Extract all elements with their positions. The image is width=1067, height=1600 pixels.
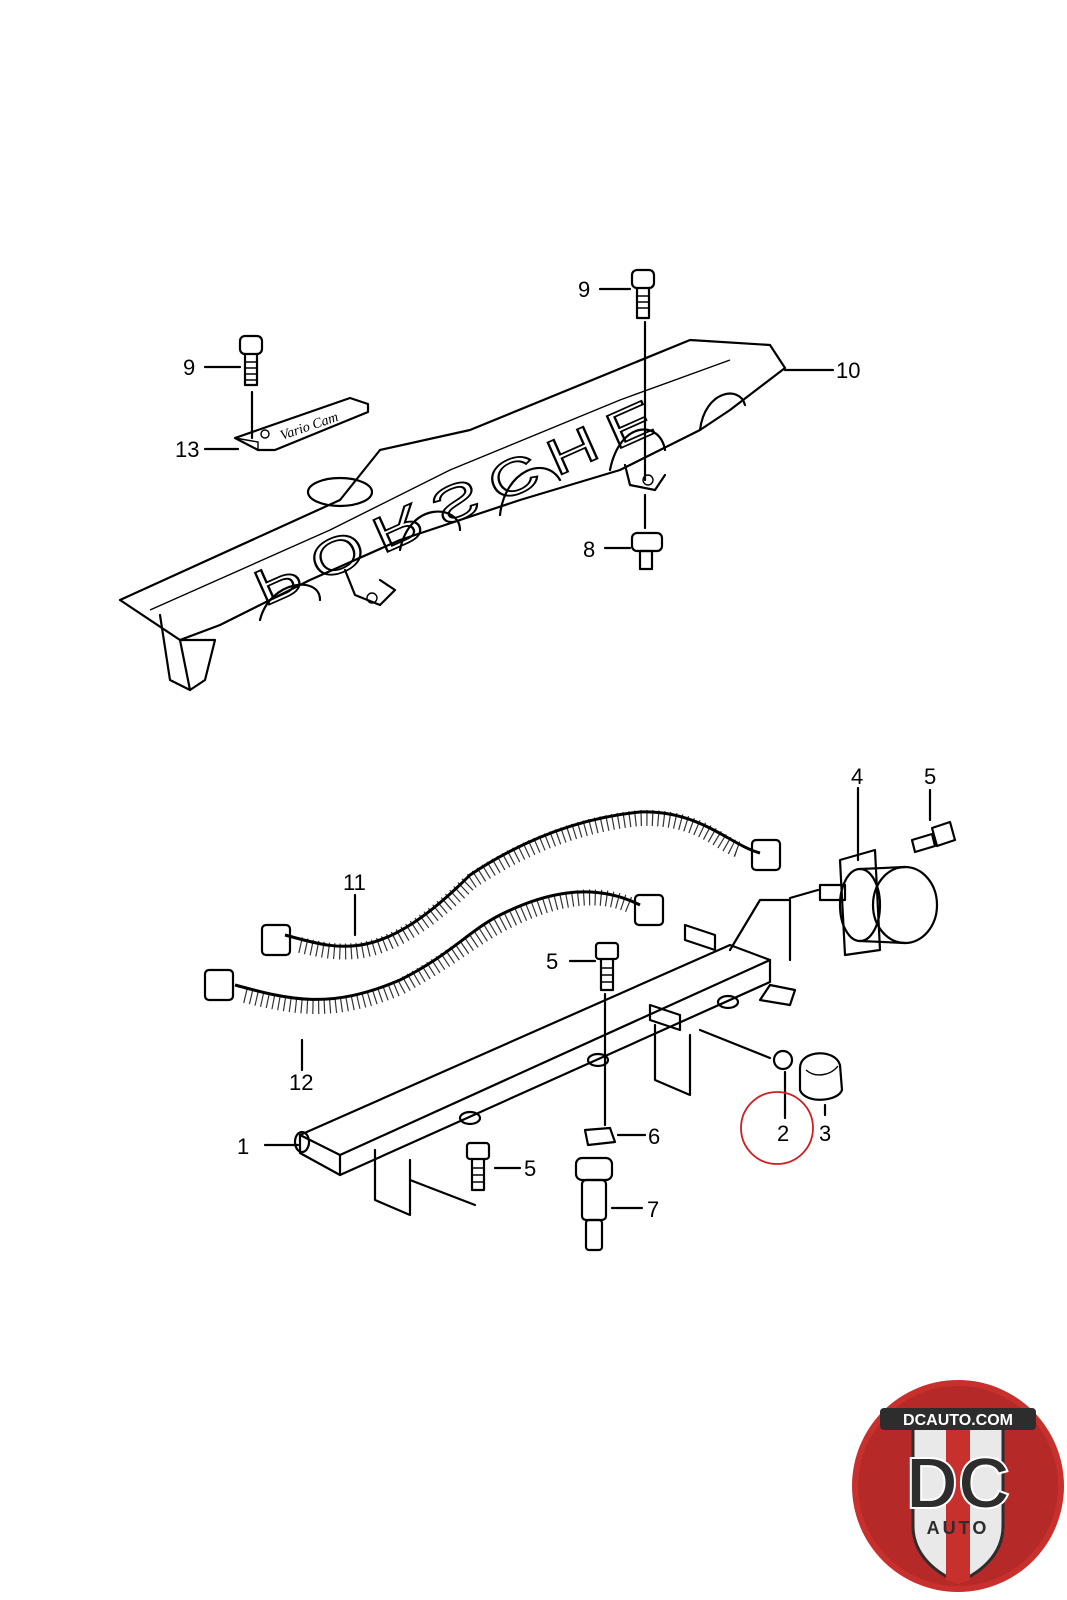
leader-lines-upper	[203, 287, 835, 550]
engine-cover-part-10: PORSCHE	[118, 338, 787, 692]
fuel-pressure-regulator-part-4	[818, 848, 939, 957]
bolt-part-5-lower	[465, 1141, 491, 1192]
callout-11: 11	[343, 870, 366, 895]
screw-part-9-left	[238, 334, 264, 387]
cap-nut-part-3	[798, 1052, 844, 1101]
bolt-part-5-regulator	[910, 820, 957, 854]
callout-7: 7	[647, 1197, 659, 1222]
callout-9-right: 9	[578, 277, 590, 302]
callout-labels: 1 2 3 4 5 5 5 6 7 8 9 9 10 11 12 13	[175, 277, 936, 1222]
callout-8: 8	[583, 537, 595, 562]
callout-5-regulator: 5	[924, 764, 936, 789]
logo-letters: DC	[906, 1444, 1010, 1524]
logo-bottom-text: AUTO	[927, 1518, 990, 1538]
callout-5-lower: 5	[524, 1156, 536, 1181]
highlight-circle-part-2	[740, 1091, 814, 1165]
leader-lines-lower	[263, 786, 932, 1210]
logo-top-text: DCAUTO.COM	[903, 1412, 1013, 1429]
vario-cam-plate-part-13: Vario Cam	[233, 396, 370, 452]
callout-4: 4	[851, 764, 863, 789]
callout-2: 2	[777, 1121, 789, 1146]
callout-6: 6	[648, 1124, 660, 1149]
callout-12: 12	[289, 1070, 313, 1095]
plate-lettering: Vario Cam	[278, 410, 340, 444]
callout-3: 3	[819, 1121, 831, 1146]
fuel-hose-part-11	[260, 809, 782, 960]
fuel-hose-part-12	[203, 889, 665, 1014]
callout-5-rail: 5	[546, 949, 558, 974]
grommet-part-8	[630, 531, 664, 571]
callout-13: 13	[175, 437, 199, 462]
callout-1: 1	[237, 1134, 249, 1159]
fuel-injector-part-7	[574, 1156, 614, 1252]
fuel-rail-part-1	[293, 898, 797, 1217]
callout-10: 10	[836, 358, 860, 383]
sealing-ring-part-2	[772, 1049, 794, 1071]
callout-9-left: 9	[183, 355, 195, 380]
retaining-clip-part-6	[583, 1126, 617, 1147]
screw-part-9-right	[630, 268, 656, 320]
bolt-part-5-rail	[594, 941, 620, 992]
dcauto-logo: DCAUTO.COM DC AUTO	[852, 1380, 1064, 1592]
